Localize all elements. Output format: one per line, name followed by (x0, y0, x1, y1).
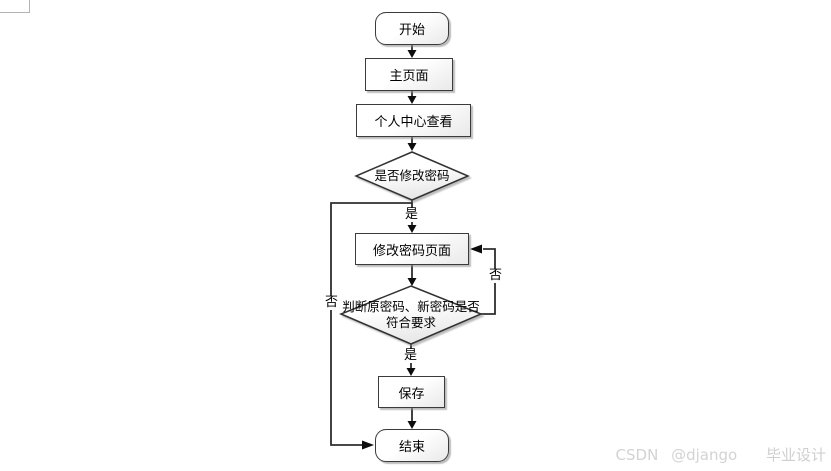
watermark-brand: CSDN (615, 446, 659, 464)
decision-validate-password-diamond (339, 285, 483, 345)
node-save: 保存 (378, 376, 445, 408)
decision-validate-line1: 判断原密码、新密码是否 (342, 299, 480, 314)
arrowhead-down-icon (407, 96, 417, 104)
decision-modify-password-diamond (354, 151, 470, 201)
node-modify-password-page-label: 修改密码页面 (372, 243, 451, 259)
decision-validate-password-label: 判断原密码、新密码是否 符合要求 (326, 299, 496, 331)
node-save-label: 保存 (398, 386, 425, 402)
arrowhead-down-icon (407, 50, 417, 58)
arrowhead-down-icon (407, 225, 417, 233)
node-main-page-label: 主页面 (389, 69, 429, 84)
arrowhead-down-icon (407, 143, 417, 151)
node-modify-password-page: 修改密码页面 (355, 233, 469, 265)
watermark: CSDN @django 毕业设计 (616, 444, 826, 465)
arrowhead-down-icon (407, 278, 417, 286)
page-edge-horizontal (0, 12, 30, 13)
node-end-label: 结束 (398, 440, 425, 455)
node-end: 结束 (375, 429, 449, 462)
watermark-handle: @django (671, 446, 738, 464)
edge-label-yes-modify: 是 (404, 207, 420, 222)
edge-label-no-right: 否 (488, 268, 504, 283)
node-personal-center-label: 个人中心查看 (374, 115, 453, 130)
page-edge-vertical (29, 0, 30, 12)
node-start: 开始 (375, 12, 449, 45)
arrowhead-right-icon (362, 440, 374, 450)
edge-label-no-left: 否 (324, 295, 340, 310)
connector-no-left-loop (330, 200, 413, 446)
node-personal-center: 个人中心查看 (356, 104, 471, 137)
watermark-label: 毕业设计 (765, 446, 826, 464)
decision-validate-line2: 符合要求 (385, 315, 436, 330)
node-start-label: 开始 (398, 23, 425, 38)
arrowhead-down-icon (407, 421, 417, 429)
edge-label-yes-valid: 是 (403, 348, 419, 363)
node-main-page: 主页面 (365, 58, 453, 91)
arrowhead-down-icon (406, 368, 416, 376)
arrowhead-left-icon (470, 244, 482, 254)
decision-modify-password-label: 是否修改密码 (374, 168, 450, 183)
